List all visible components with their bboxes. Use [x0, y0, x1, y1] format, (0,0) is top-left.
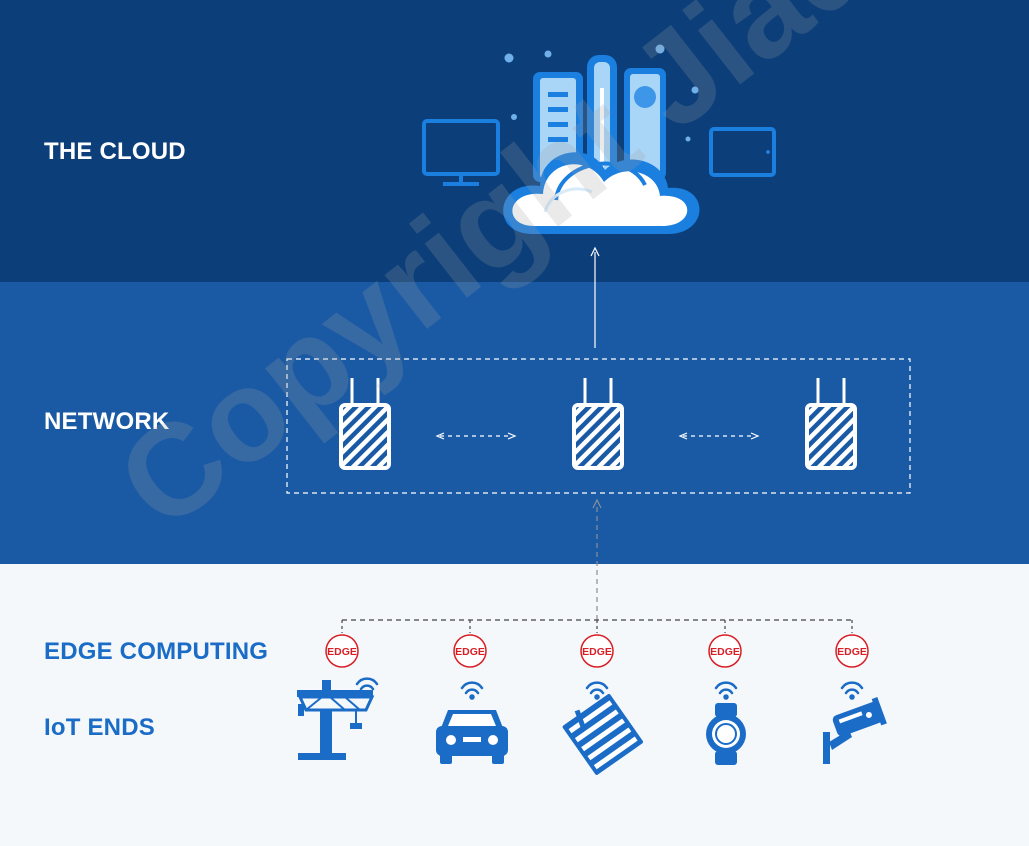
desktop-monitor-icon: [422, 119, 500, 186]
svg-text:EDGE: EDGE: [327, 646, 357, 658]
edge-bus-line: [341, 619, 853, 633]
cloud-icon: [503, 152, 700, 234]
crane-icon: [297, 680, 375, 760]
iot-ends-label: IoT ENDS: [44, 714, 155, 741]
cloud-layer-label: THE CLOUD: [44, 138, 186, 165]
cloud-layer-band: [0, 0, 1029, 282]
router-link-left: [435, 432, 517, 440]
network-edge-link: [592, 498, 602, 620]
edge-badge: EDGE: [580, 634, 614, 668]
cloud-network-link: [590, 246, 600, 348]
wifi-icon: [714, 681, 738, 700]
smartwatch-icon: [706, 703, 746, 765]
edge-badge: EDGE: [453, 634, 487, 668]
security-camera-icon: [823, 697, 887, 764]
network-layer-label: NETWORK: [44, 408, 170, 435]
car-icon: [436, 710, 508, 764]
edge-badge: EDGE: [325, 634, 359, 668]
edge-badge: EDGE: [835, 634, 869, 668]
wifi-icon: [460, 681, 484, 700]
edge-layer-band: [0, 564, 1029, 846]
edge-badge: EDGE: [708, 634, 742, 668]
wifi-icon: [585, 681, 609, 700]
wifi-icon: [840, 681, 864, 700]
svg-text:EDGE: EDGE: [837, 646, 867, 658]
solar-panel-icon: [562, 694, 643, 775]
svg-text:EDGE: EDGE: [455, 646, 485, 658]
cloud-dots: [504, 44, 699, 142]
tablet-icon: [709, 127, 776, 177]
router-icon: [339, 378, 391, 470]
svg-text:EDGE: EDGE: [710, 646, 740, 658]
router-icon: [572, 378, 624, 470]
edge-computing-label: EDGE COMPUTING: [44, 638, 269, 665]
router-icon: [805, 378, 857, 470]
svg-text:EDGE: EDGE: [582, 646, 612, 658]
network-layer-band: [0, 282, 1029, 564]
router-link-right: [678, 432, 760, 440]
